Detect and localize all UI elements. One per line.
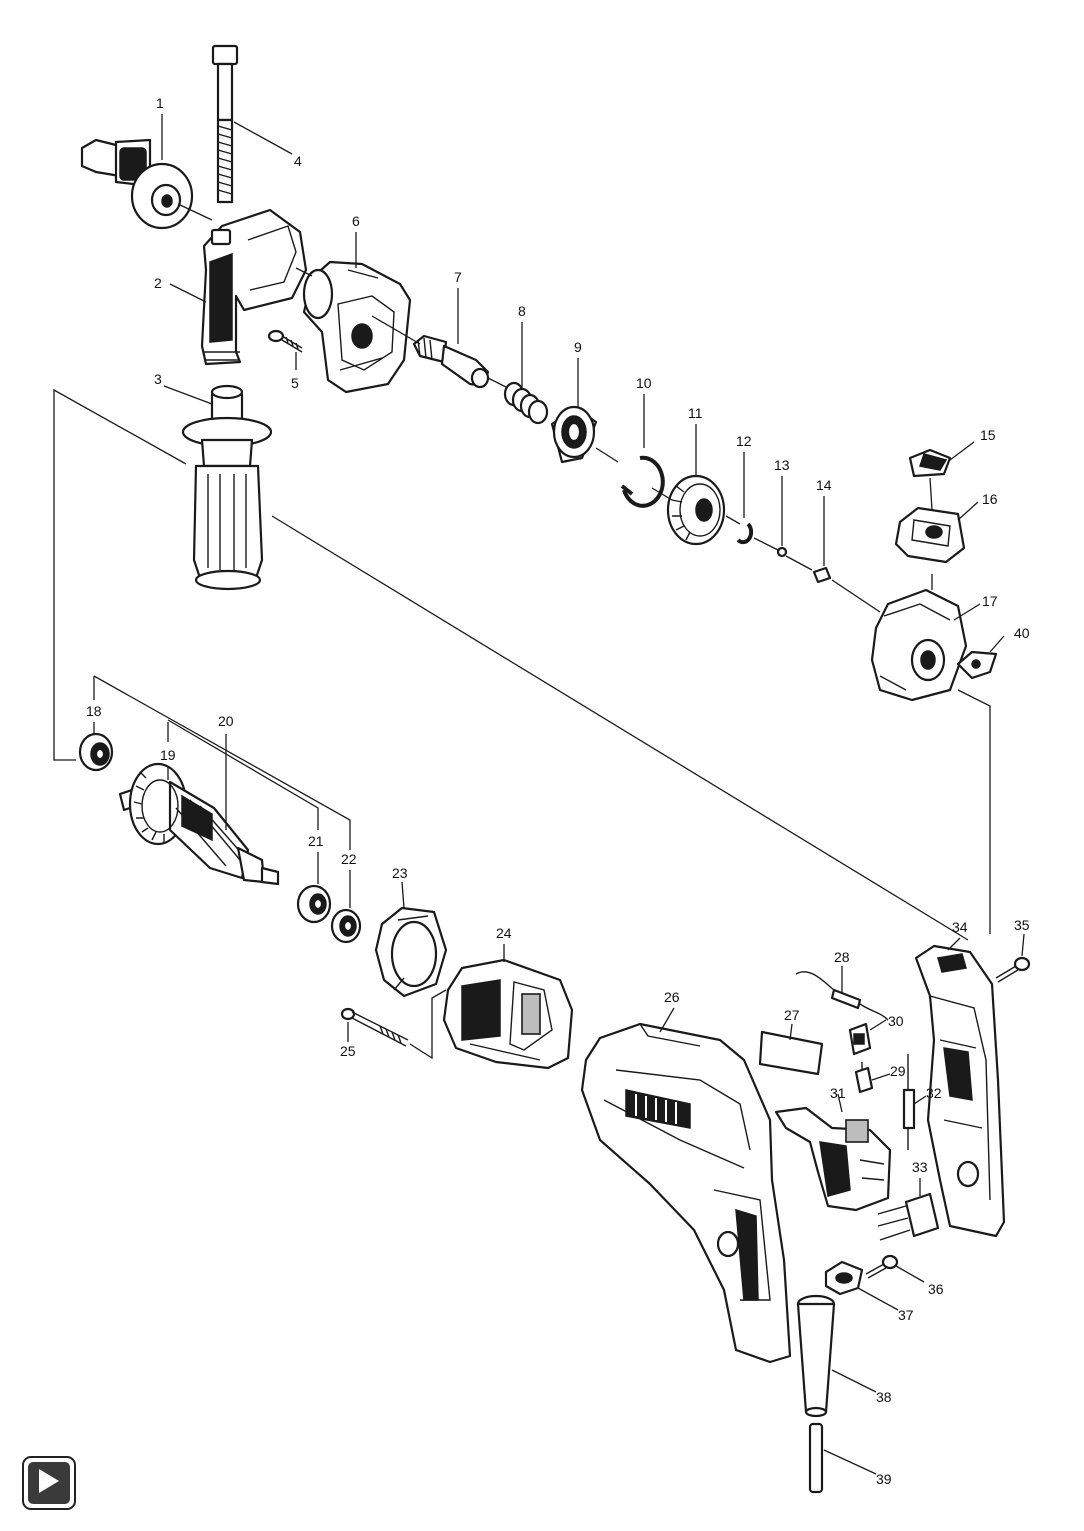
label-6: 6 xyxy=(352,213,360,229)
leader-lines xyxy=(53,114,1025,1475)
part-number-labels: 1 2 3 4 5 6 7 8 9 10 11 12 13 14 15 16 1… xyxy=(86,95,1030,1487)
part-30-brush-holder xyxy=(848,1022,872,1056)
part-5-screw xyxy=(267,329,303,353)
part-10-retaining-ring xyxy=(620,455,665,508)
label-39: 39 xyxy=(876,1471,892,1487)
part-1-drill-chuck xyxy=(80,138,194,230)
part-28-noise-suppressor xyxy=(795,971,889,1021)
label-35: 35 xyxy=(1014,917,1030,933)
label-20: 20 xyxy=(218,713,234,729)
label-17: 17 xyxy=(982,593,998,609)
label-38: 38 xyxy=(876,1389,892,1405)
label-11: 11 xyxy=(688,405,703,421)
label-4: 4 xyxy=(294,153,302,169)
label-34: 34 xyxy=(952,919,968,935)
label-24: 24 xyxy=(496,925,512,941)
part-8-spring xyxy=(503,381,549,425)
part-22-bearing xyxy=(330,908,362,944)
label-33: 33 xyxy=(912,1159,928,1175)
part-39-cord xyxy=(808,1422,824,1494)
part-15-change-lever xyxy=(908,448,952,478)
label-14: 14 xyxy=(816,477,832,493)
part-27-name-plate xyxy=(758,1030,824,1076)
label-9: 9 xyxy=(574,339,582,355)
part-18-bearing xyxy=(78,732,114,772)
part-17-gear-plate xyxy=(870,588,968,702)
part-23-baffle-plate xyxy=(374,906,448,998)
label-36: 36 xyxy=(928,1281,944,1297)
part-2-grip-holder xyxy=(200,208,308,366)
label-7: 7 xyxy=(454,269,462,285)
part-37-strain-relief xyxy=(824,1260,864,1296)
part-24-field xyxy=(442,958,574,1070)
label-21: 21 xyxy=(308,833,324,849)
part-12-circlip xyxy=(736,522,754,545)
part-33-terminal xyxy=(877,1192,940,1241)
part-7-spindle xyxy=(412,334,490,389)
part-29-carbon-brush xyxy=(854,1062,874,1094)
label-12: 12 xyxy=(736,433,752,449)
label-13: 13 xyxy=(774,457,790,473)
part-31-switch xyxy=(774,1106,892,1212)
label-28: 28 xyxy=(834,949,850,965)
label-18: 18 xyxy=(86,703,102,719)
part-6-gear-housing xyxy=(302,260,412,394)
label-23: 23 xyxy=(392,865,408,881)
label-3: 3 xyxy=(154,371,162,387)
part-19-fan xyxy=(141,779,179,833)
label-32: 32 xyxy=(926,1085,942,1101)
label-30: 30 xyxy=(888,1013,904,1029)
play-icon xyxy=(39,1469,59,1493)
label-40: 40 xyxy=(1014,625,1030,641)
part-4-long-bolt xyxy=(211,44,239,204)
play-button[interactable] xyxy=(22,1456,76,1510)
part-38-cord-guard xyxy=(796,1294,836,1418)
part-11-spur-gear xyxy=(666,474,726,546)
part-21-bearing xyxy=(296,884,332,924)
part-25-screw xyxy=(340,1007,409,1047)
label-27: 27 xyxy=(784,1007,800,1023)
label-2: 2 xyxy=(154,275,162,291)
part-34-handle-set xyxy=(914,944,1006,1238)
label-8: 8 xyxy=(518,303,526,319)
label-37: 37 xyxy=(898,1307,914,1323)
label-15: 15 xyxy=(980,427,996,443)
part-3-side-handle xyxy=(181,384,273,591)
part-16-lever-holder xyxy=(894,506,966,564)
part-32-lead-wire xyxy=(902,1054,916,1150)
label-1: 1 xyxy=(156,95,164,111)
part-26-motor-housing xyxy=(580,1022,792,1364)
label-22: 22 xyxy=(341,851,357,867)
part-9-ball-bearing xyxy=(550,405,598,464)
part-14-pin xyxy=(812,566,832,584)
label-25: 25 xyxy=(340,1043,356,1059)
label-5: 5 xyxy=(291,375,299,391)
part-40-plate xyxy=(956,650,998,680)
label-16: 16 xyxy=(982,491,998,507)
part-35-screw xyxy=(995,956,1031,983)
label-19: 19 xyxy=(160,747,176,763)
label-29: 29 xyxy=(890,1063,906,1079)
part-36-screw xyxy=(865,1254,899,1279)
label-10: 10 xyxy=(636,375,652,391)
part-13-steel-ball xyxy=(776,546,788,558)
label-31: 31 xyxy=(830,1085,846,1101)
label-26: 26 xyxy=(664,989,680,1005)
part-20-armature xyxy=(118,762,280,886)
